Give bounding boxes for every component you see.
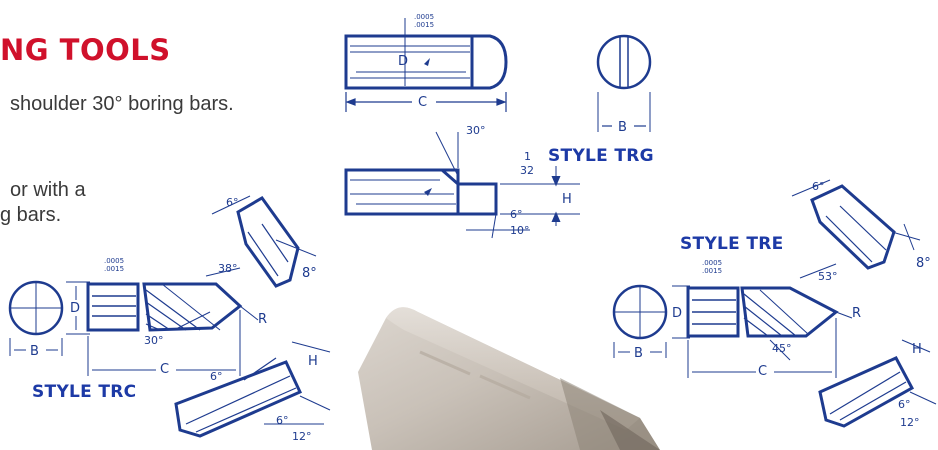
trc-b-label: B (30, 344, 39, 359)
trg-d-label: D (398, 54, 409, 69)
tre-end-tool (818, 339, 937, 428)
tre-tolerance-bottom: .0015 (702, 267, 723, 275)
trg-angle-30: 30° (466, 124, 486, 137)
trc-r-label: R (258, 312, 268, 327)
trc-h-label: H (308, 354, 318, 369)
tre-r-label: R (852, 306, 862, 321)
trg-fraction-denominator: 32 (520, 164, 534, 177)
tre-end-view (612, 284, 668, 358)
tre-h-label: H (912, 342, 922, 357)
trg-fraction-numerator: 1 (524, 150, 531, 163)
style-trc-label: STYLE TRC (32, 382, 137, 402)
trc-side-view (66, 267, 259, 376)
trc-angle-6-mid: 6° (210, 370, 223, 383)
body-text-line-3: g bars. (0, 204, 62, 226)
tre-angle-53: 53° (818, 270, 838, 283)
trg-angle-10: 10° (510, 224, 530, 237)
tre-angle-6-top: 6° (812, 180, 825, 193)
trg-side-view (344, 131, 580, 239)
trg-end-view (596, 34, 652, 132)
trc-d-label: D (70, 301, 81, 316)
trc-drawing (8, 195, 331, 438)
tre-side-view (672, 263, 853, 378)
trc-angle-8: 8° (302, 266, 317, 281)
tool-photo (358, 307, 660, 450)
tre-drawing (612, 179, 937, 428)
tre-top-view (791, 179, 921, 270)
trc-top-view (211, 195, 317, 288)
trg-top-view (344, 18, 508, 90)
tre-c-label: C (758, 364, 768, 379)
body-text-line-1: shoulder 30° boring bars. (10, 93, 234, 115)
trg-c-label: C (418, 95, 428, 110)
tre-angle-12: 12° (900, 416, 920, 429)
tre-angle-8: 8° (916, 256, 931, 271)
trg-drawing (344, 18, 652, 239)
tre-b-label: B (634, 346, 643, 361)
tre-tolerance-top: .0005 (702, 259, 723, 267)
tre-d-label: D (672, 306, 683, 321)
trg-angle-6: 6° (510, 208, 523, 221)
trc-end-view (8, 280, 64, 356)
page-heading: NG TOOLS (0, 33, 171, 67)
body-text-line-2: or with a (10, 179, 86, 201)
trg-tolerance-top: .0005 (414, 13, 435, 21)
trc-tolerance-bottom: .0015 (104, 265, 125, 273)
trc-angle-12: 12° (292, 430, 312, 443)
trc-tolerance-top: .0005 (104, 257, 125, 265)
trc-angle-6-top: 6° (226, 196, 239, 209)
trg-tolerance-bottom: .0015 (414, 21, 435, 29)
style-trg-label: STYLE TRG (548, 146, 654, 166)
trc-end-tool (174, 341, 331, 438)
trc-c-label: C (160, 362, 170, 377)
tre-angle-6-bottom: 6° (898, 398, 911, 411)
trc-angle-38: 38° (218, 262, 238, 275)
trg-c-dimension (345, 92, 507, 112)
trg-b-label: B (618, 120, 627, 135)
tre-angle-45: 45° (772, 342, 792, 355)
trc-angle-6-bottom: 6° (276, 414, 289, 427)
style-tre-label: STYLE TRE (680, 234, 784, 254)
trg-h-label: H (562, 192, 572, 207)
trc-angle-30: 30° (144, 334, 164, 347)
